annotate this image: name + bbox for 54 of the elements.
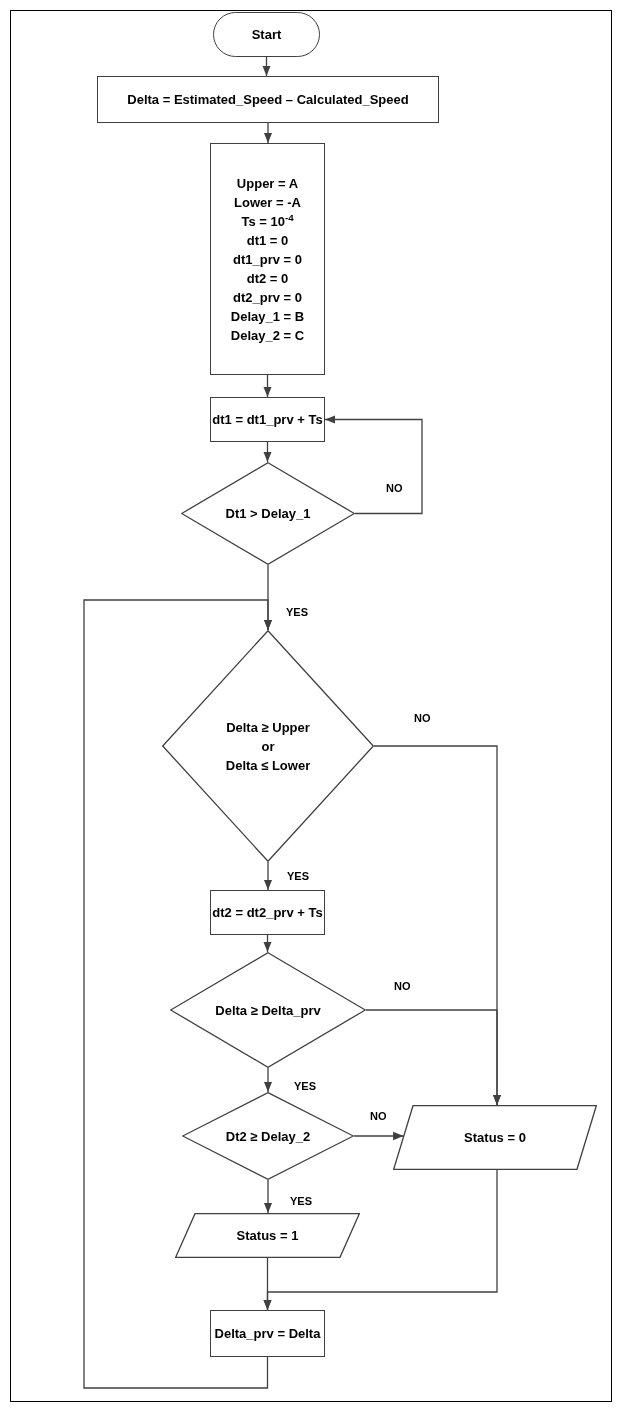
- arrow: [365, 1009, 502, 1106]
- node-text: Delta ≤ Lower: [225, 756, 311, 775]
- arrow: [263, 441, 272, 463]
- terminal-pill: [213, 12, 320, 57]
- arrow: [263, 1179, 273, 1214]
- node-text: Delta ≥ Delta_prv: [215, 1001, 321, 1020]
- node-text: dt1 = 0: [246, 231, 289, 250]
- node-text: dt1_prv = 0: [233, 250, 302, 269]
- node-text: Delay_1 = B: [230, 307, 305, 326]
- process-box: [210, 890, 325, 935]
- node-text: Upper = A: [236, 174, 299, 193]
- arrow: [263, 934, 272, 953]
- node-text: dt1 = dt1_prv + Ts: [212, 411, 323, 429]
- node-text: Delta = Estimated_Speed – Calculated_Speed: [127, 91, 409, 109]
- process-box: [97, 76, 439, 123]
- io-parallelogram: [393, 1105, 597, 1170]
- node-text: Ts = 10$^{-4}$: [241, 211, 294, 231]
- node-text: Dt2 ≥ Delay_2: [225, 1127, 311, 1146]
- decision-diamond: [181, 462, 355, 565]
- edge-label: NO: [384, 482, 405, 495]
- node-text: or: [261, 737, 275, 756]
- node-text: Delta ≥ Upper: [226, 718, 310, 737]
- node-text: dt2 = 0: [246, 269, 289, 288]
- node-text: Delta_prv = Delta: [214, 1325, 321, 1343]
- edge-label: NO: [412, 712, 433, 725]
- node-text: Lower = -A: [234, 193, 301, 212]
- decision-diamond: [162, 630, 374, 862]
- io-parallelogram: [175, 1213, 360, 1258]
- process-box: [210, 143, 325, 375]
- edge-label: YES: [292, 1080, 318, 1093]
- arrow: [263, 374, 272, 398]
- arrow: [263, 861, 273, 891]
- node-text: Start: [251, 26, 282, 44]
- arrow: [83, 599, 273, 1389]
- arrow: [263, 1169, 498, 1311]
- arrow: [263, 122, 273, 144]
- edge-label: NO: [392, 980, 413, 993]
- node-text: Delay_2 = C: [230, 326, 305, 345]
- node-text: Status = 1: [236, 1227, 299, 1245]
- arrow: [263, 1067, 273, 1093]
- edge-label: NO: [368, 1110, 389, 1123]
- node-text: dt2_prv = 0: [233, 288, 302, 307]
- node-text: Dt1 > Delay_1: [225, 505, 311, 523]
- node-text: dt2 = dt2_prv + Ts: [212, 904, 323, 922]
- edge-label: YES: [288, 1195, 314, 1208]
- edge-label: YES: [284, 606, 310, 619]
- decision-diamond: [182, 1092, 354, 1180]
- process-box: [210, 1310, 325, 1357]
- edge-label: YES: [285, 870, 311, 883]
- arrow: [262, 56, 271, 77]
- arrow: [324, 415, 423, 515]
- node-text: Status = 0: [464, 1129, 526, 1147]
- decision-diamond: [170, 952, 366, 1068]
- process-box: [210, 397, 325, 442]
